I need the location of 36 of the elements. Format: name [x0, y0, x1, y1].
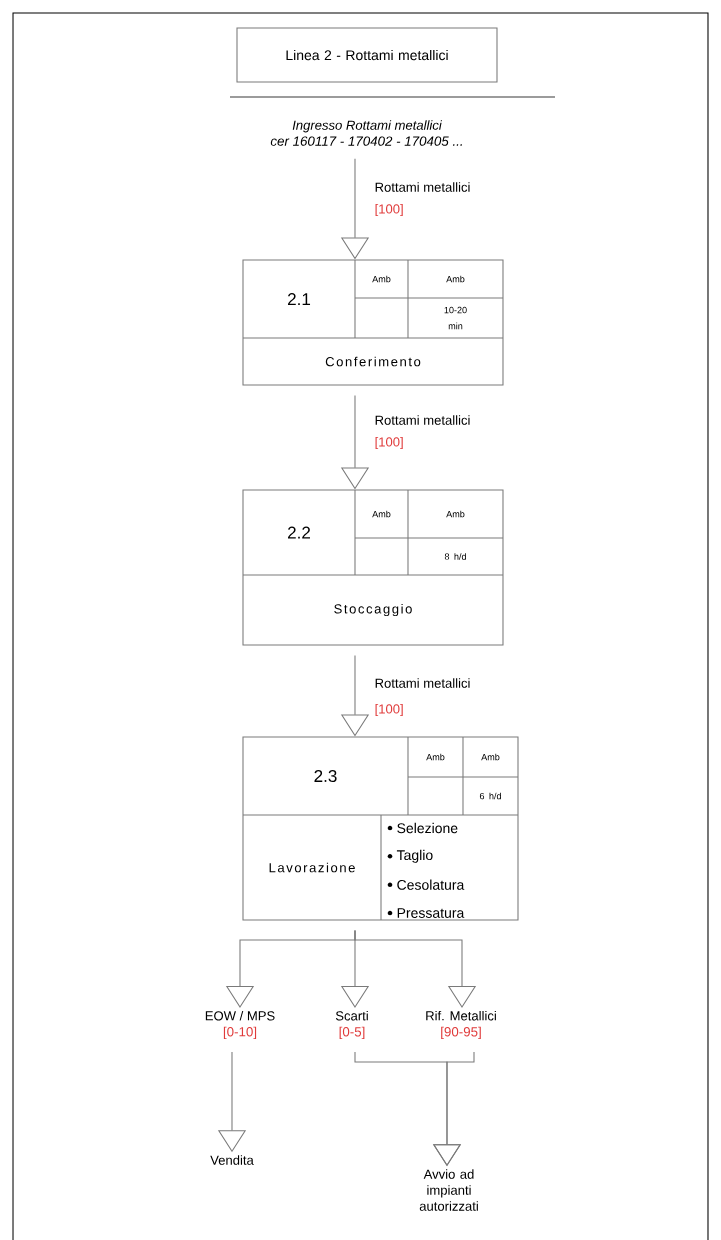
step-number: 2.1: [288, 293, 310, 305]
output-label: Rif. Metallici [90-95]: [426, 1010, 496, 1040]
flow-quantity: [100]: [375, 703, 403, 717]
duration-label: 10-20 min: [444, 306, 467, 330]
duration-label: 6 h/d: [479, 792, 501, 800]
destination-label: Avvio ad impianti autorizzati: [419, 1169, 478, 1211]
step-number: 2.3: [314, 769, 337, 783]
condition-label: Amb: [446, 510, 465, 518]
bullet-item: Selezione: [387, 822, 458, 834]
step-name: Conferimento: [325, 356, 421, 367]
arrow: [354, 930, 477, 1008]
flow-quantity: [100]: [375, 436, 403, 450]
process-box: [242, 259, 504, 386]
edge-label: Rottami metallici: [375, 678, 470, 688]
condition-label: Amb: [426, 753, 445, 761]
output-label: EOW / MPS [0-10]: [205, 1010, 275, 1040]
condition-label: Amb: [372, 275, 391, 283]
bullet-item: Taglio: [387, 849, 433, 863]
input-text: Ingresso Rottami metallici cer 160117 - 170402 - 170405 ...: [270, 120, 462, 146]
output-label: Scarti [0-5]: [335, 1010, 368, 1040]
bullet-item: Cesolatura: [387, 879, 465, 890]
title-box: Linea 2 - Rottami metallici: [236, 27, 498, 83]
duration-label: 8 h/d: [444, 553, 466, 560]
condition-label: Amb: [446, 275, 465, 283]
step-name: Stoccaggio: [334, 603, 412, 617]
process-box: [242, 736, 519, 921]
step-number: 2.2: [288, 526, 310, 539]
process-box: [242, 489, 504, 646]
flow-quantity: [100]: [375, 203, 403, 217]
edge-label: Rottami metallici: [375, 415, 470, 425]
condition-label: Amb: [481, 753, 500, 761]
edge-label: Rottami metallici: [375, 182, 470, 192]
destination-label: Vendita: [210, 1155, 254, 1165]
bullet-item: Pressatura: [387, 908, 465, 918]
step-name: Lavorazione: [269, 862, 355, 873]
condition-label: Amb: [372, 510, 391, 518]
